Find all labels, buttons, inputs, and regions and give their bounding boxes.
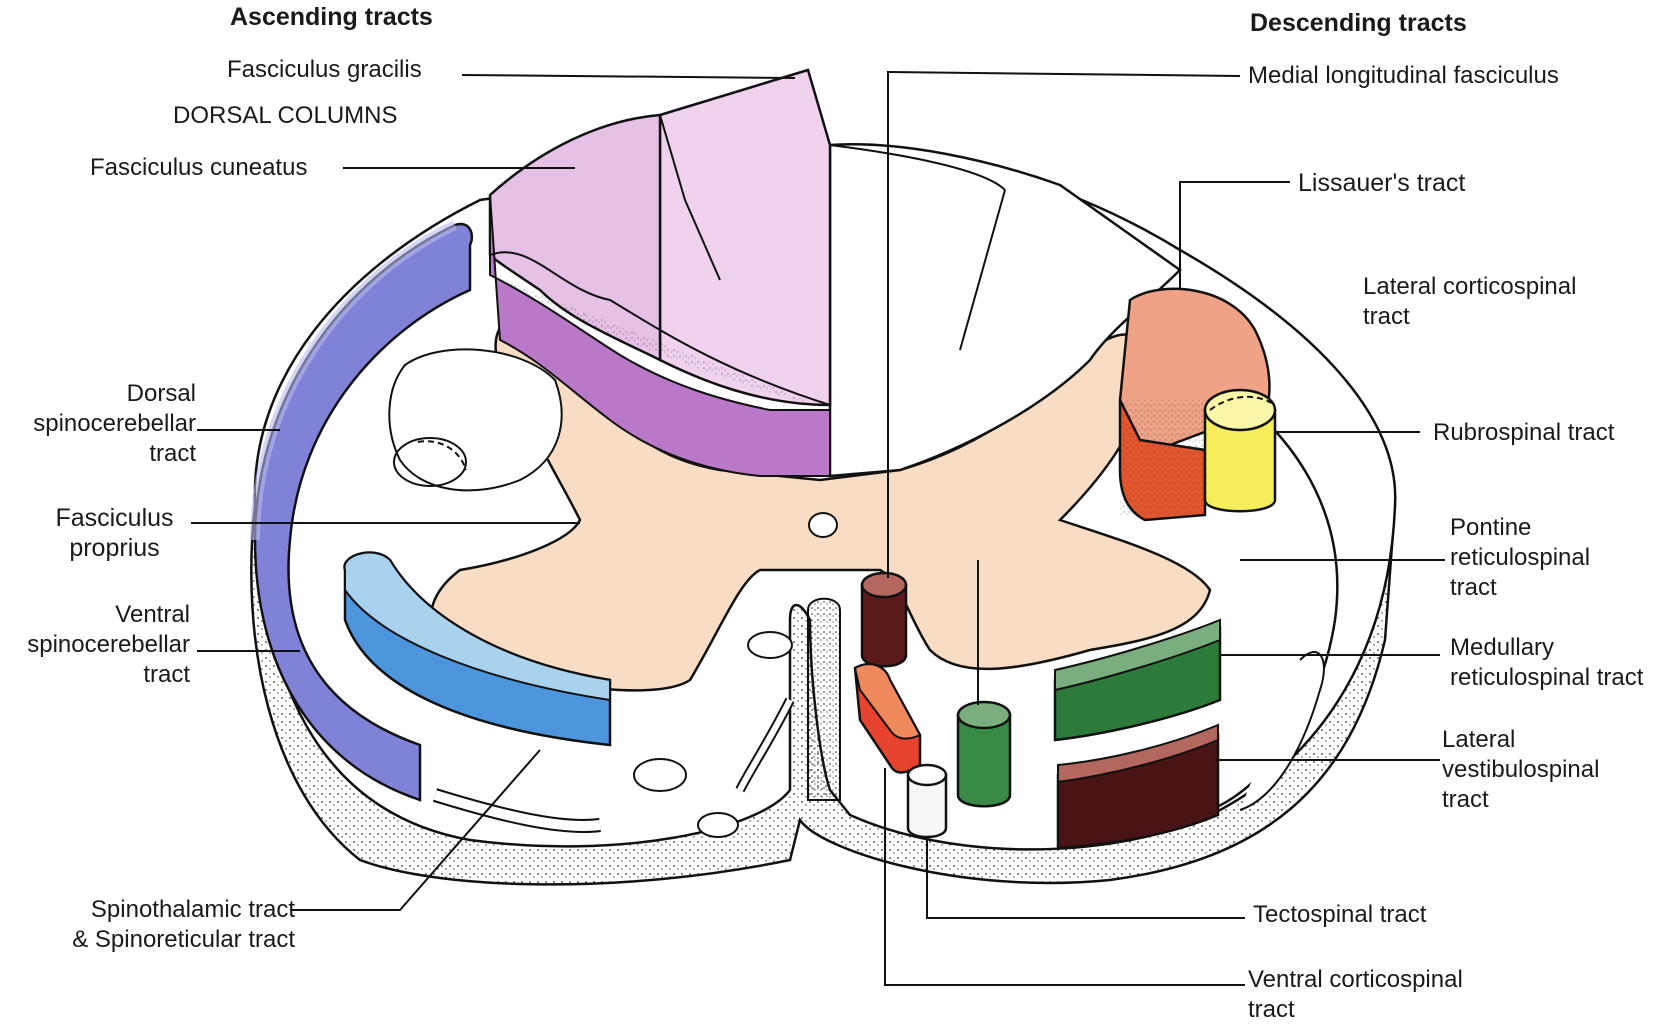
label-lateral-corticospinal: Lateral corticospinal tract bbox=[1363, 272, 1576, 332]
label-ventral-corticospinal: Ventral corticospinal tract bbox=[1248, 965, 1463, 1025]
label-lissauer: Lissauer's tract bbox=[1298, 168, 1465, 198]
ascending-heading: Ascending tracts bbox=[230, 2, 433, 32]
dorsal-columns-heading: DORSAL COLUMNS bbox=[173, 101, 397, 131]
label-lateral-vestibulospinal: Lateral vestibulospinal tract bbox=[1442, 725, 1599, 815]
label-fasciculus-proprius: Fasciculus proprius bbox=[42, 503, 187, 563]
label-medullary-reticulospinal: Medullary reticulospinal tract bbox=[1450, 633, 1643, 693]
label-medial-longitudinal: Medial longitudinal fasciculus bbox=[1248, 61, 1559, 91]
label-spinothalamic: Spinothalamic tract & Spinoreticular tra… bbox=[20, 895, 295, 955]
ventral-median-fissure bbox=[808, 599, 840, 800]
label-dorsal-spinocerebellar: Dorsal spinocerebellar tract bbox=[0, 379, 196, 469]
left-lateral-white-matter bbox=[389, 349, 561, 490]
label-fasciculus-cuneatus: Fasciculus cuneatus bbox=[90, 153, 307, 183]
label-ventral-spinocerebellar: Ventral spinocerebellar tract bbox=[0, 600, 190, 690]
label-fasciculus-gracilis: Fasciculus gracilis bbox=[227, 55, 422, 85]
central-canal bbox=[809, 513, 837, 537]
descending-heading: Descending tracts bbox=[1250, 8, 1467, 38]
label-pontine-reticulospinal: Pontine reticulospinal tract bbox=[1450, 513, 1590, 603]
label-rubrospinal: Rubrospinal tract bbox=[1433, 418, 1614, 448]
label-tectospinal: Tectospinal tract bbox=[1253, 900, 1426, 930]
